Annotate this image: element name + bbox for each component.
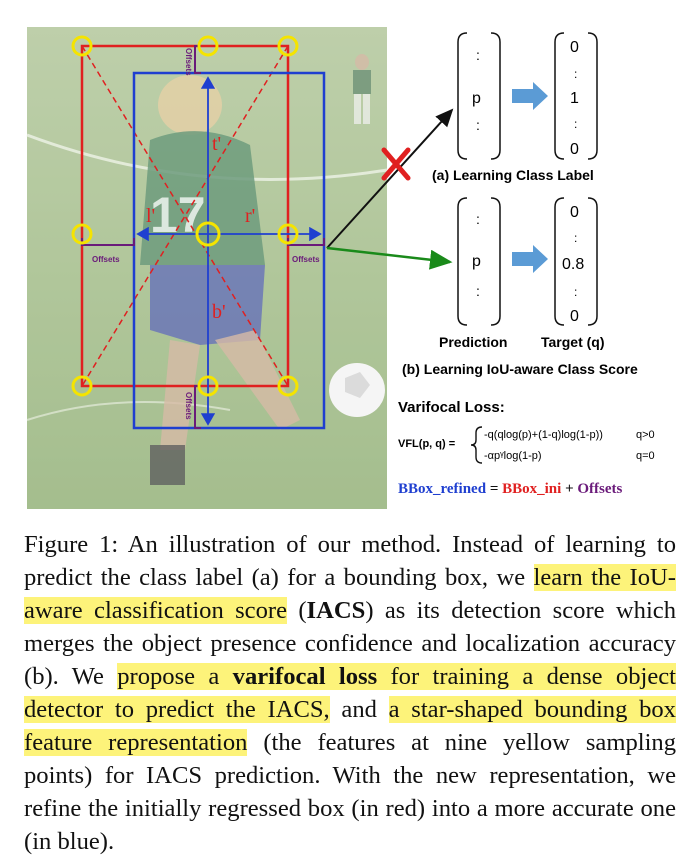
- vfl-case1: -q(qlog(p)+(1-q)log(1-p)): [484, 429, 603, 441]
- arrow-right-icon: [512, 82, 548, 110]
- yellow-sampling-points: [71, 35, 299, 397]
- l-prime-label: l': [146, 205, 155, 227]
- vec-a-t4: 0: [570, 141, 579, 158]
- eq-sign: =: [486, 481, 502, 497]
- r-prime-label: r': [245, 205, 255, 227]
- caption-varifocal-loss: varifocal loss: [232, 663, 378, 690]
- offset-label-bottom: Offsets: [184, 392, 193, 420]
- target-label: Target (q): [541, 334, 605, 350]
- vec-b-pred-p: p: [472, 253, 481, 270]
- arrow-to-class-label: [326, 108, 454, 249]
- vec-a-pred-dots-bottom: :: [476, 117, 480, 133]
- caption-a: (a) Learning Class Label: [432, 167, 594, 183]
- loss-title: Varifocal Loss:: [398, 399, 505, 416]
- red-cross-icon: [381, 147, 411, 181]
- t-prime-label: t': [212, 133, 221, 155]
- caption-text-2: (: [287, 597, 307, 624]
- vfl-cond1: q>0: [636, 429, 655, 441]
- b-prime-label: b': [212, 301, 226, 323]
- caption-text-5: (the features at nine yellow sampling po…: [24, 729, 677, 855]
- vec-a-t2: 1: [570, 90, 579, 107]
- figure-illustration: 17 Offsets Offsets Offsets Offsets t': [26, 27, 655, 509]
- figure-caption: Figure 1: An illustration of our method.…: [24, 528, 677, 858]
- bbox-refined-term: BBox_refined: [398, 481, 487, 497]
- vec-a-t0: 0: [570, 39, 579, 56]
- vec-b-pred-dots-bottom: :: [476, 283, 480, 299]
- offsets-term: Offsets: [577, 481, 622, 497]
- vec-b-t0: 0: [570, 204, 579, 221]
- arrow-to-iacs: [326, 246, 453, 270]
- caption-text-4: and: [329, 696, 389, 723]
- vector-pred-b: : p :: [457, 197, 501, 326]
- bbox-equation: BBox_refined = BBox_ini + Offsets: [398, 481, 623, 497]
- vector-pred-a: : p :: [457, 32, 501, 160]
- caption-iacs: IACS: [306, 597, 366, 624]
- caption-highlight-2a: propose a: [117, 663, 233, 690]
- offset-label-left: Offsets: [92, 255, 120, 264]
- offset-label-top: Offsets: [184, 48, 193, 76]
- vec-b-t2: 0.8: [562, 256, 584, 273]
- caption-text-1: Figure 1: An illustration of our method.…: [24, 531, 676, 591]
- red-initial-bbox: [80, 44, 290, 388]
- vfl-case2: -αpᵞlog(1-p): [484, 450, 542, 462]
- arrow-right-icon-b: [512, 245, 548, 273]
- vector-target-a: 0 : 1 : 0: [554, 32, 598, 160]
- blue-refined-bbox: [132, 71, 326, 430]
- vec-a-t3: :: [574, 117, 577, 131]
- vec-b-t4: 0: [570, 308, 579, 325]
- vfl-lhs: VFL(p, q) =: [398, 438, 455, 450]
- bbox-ini-term: BBox_ini: [502, 481, 561, 497]
- soccer-photo: 17: [26, 27, 388, 509]
- vec-a-pred-p: p: [472, 90, 481, 107]
- caption-b: (b) Learning IoU-aware Class Score: [402, 361, 638, 377]
- plus-sign: +: [561, 481, 577, 497]
- vec-b-pred-dots-top: :: [476, 211, 480, 227]
- vec-a-t1: :: [574, 67, 577, 81]
- vfl-cond2: q=0: [636, 450, 655, 462]
- caption-highlight-2c: for training a dense object detector to …: [24, 663, 677, 723]
- vec-a-pred-dots-top: :: [476, 47, 480, 63]
- vec-b-t1: :: [574, 231, 577, 245]
- vec-b-t3: :: [574, 285, 577, 299]
- offset-label-right: Offsets: [292, 255, 320, 264]
- vector-target-b: 0 : 0.8 : 0: [554, 197, 598, 326]
- vfl-brace: [470, 426, 483, 464]
- caption-text-3: ) as its detection score which merges th…: [24, 597, 676, 690]
- prediction-label: Prediction: [439, 334, 507, 350]
